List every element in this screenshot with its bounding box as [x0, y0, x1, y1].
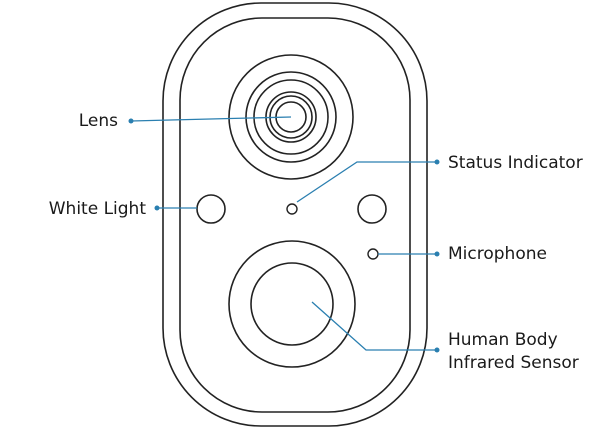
- status-indicator: [286, 203, 298, 215]
- infrared-sensor-outer: [228, 240, 356, 368]
- lens-leader: [130, 116, 292, 122]
- microphone-leader-dot: [434, 251, 440, 257]
- device-body-outer: [162, 2, 428, 427]
- label-infrared-sensor: Infrared Sensor: [448, 353, 579, 373]
- status-indicator-leader: [296, 161, 437, 203]
- label-microphone: Microphone: [448, 244, 547, 264]
- status-indicator-leader-dot: [434, 159, 440, 165]
- label-lens: Lens: [79, 111, 118, 131]
- white-light-leader-dot: [154, 205, 160, 211]
- infrared-sensor-leader: [311, 301, 437, 351]
- white-light-right: [357, 194, 387, 224]
- infrared-sensor-inner: [250, 262, 334, 346]
- device-body-inner: [179, 17, 411, 413]
- white-light-left: [196, 194, 226, 224]
- label-white-light: White Light: [49, 199, 147, 219]
- lens-leader-dot: [128, 118, 134, 124]
- label-status-indicator: Status Indicator: [448, 153, 583, 173]
- microphone: [367, 248, 379, 260]
- label-human-body: Human Body: [448, 330, 558, 350]
- infrared-sensor-leader-dot: [434, 347, 440, 353]
